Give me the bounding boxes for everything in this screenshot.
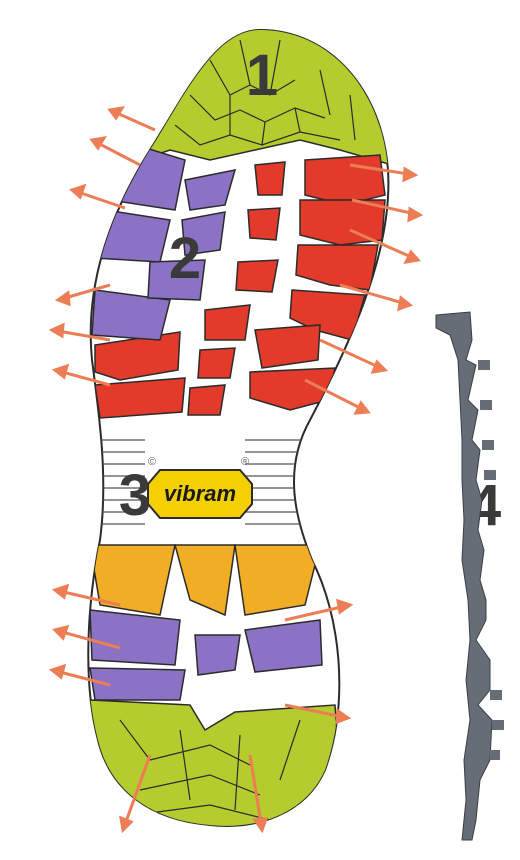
side-lugs-forefoot <box>91 139 237 341</box>
traction-arrows <box>48 105 424 834</box>
forefoot-lugs <box>94 154 386 419</box>
vibram-logo: vibram © ® <box>147 456 253 519</box>
side-lugs-heel <box>89 609 323 701</box>
heel-zone <box>88 699 346 826</box>
copyright-mark: © <box>148 456 156 468</box>
logo-text: vibram <box>164 481 236 506</box>
zone-1-label: 1 <box>246 43 278 108</box>
zone-3-label: 3 <box>119 463 151 528</box>
sole-side-profile <box>435 311 504 841</box>
zone-2-label: 2 <box>169 226 201 291</box>
registered-mark: ® <box>241 456 249 468</box>
heel-front-lugs <box>89 544 321 617</box>
